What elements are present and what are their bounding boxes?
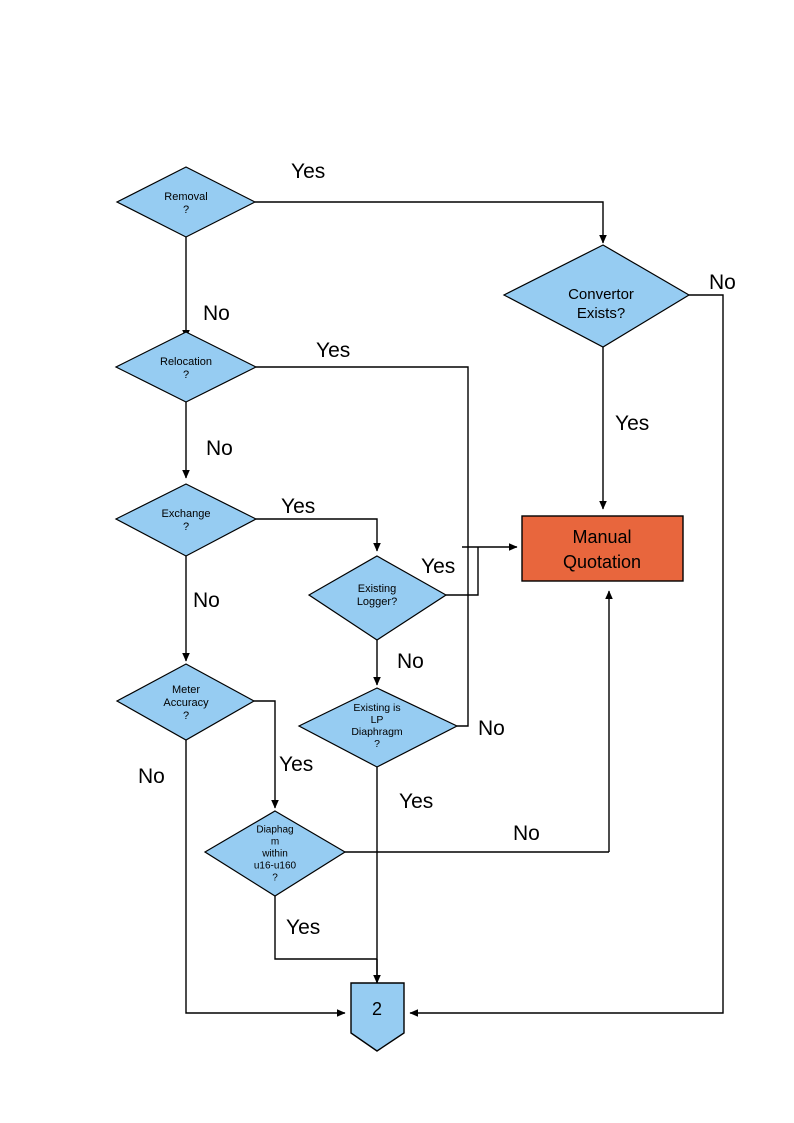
label-removal-no: No bbox=[203, 302, 230, 325]
diaphragm-range-label-line-3: within bbox=[261, 849, 288, 860]
manual-quotation-label-line-2: Quotation bbox=[563, 552, 641, 572]
existing-lp-decision-shape[interactable] bbox=[297, 687, 459, 768]
diaphragm-range-decision-shape[interactable] bbox=[203, 810, 347, 897]
existing-logger-decision-shape[interactable] bbox=[307, 555, 448, 641]
label-convertor-no: No bbox=[709, 271, 736, 294]
edge-relocation-yes bbox=[256, 366, 469, 547]
node-convertor-exists[interactable]: Convertor Exists? bbox=[502, 244, 691, 348]
exchange-label-line-1: Exchange bbox=[162, 508, 211, 520]
convertor-label-line-2: Exists? bbox=[577, 305, 625, 322]
node-removal[interactable]: Removal ? bbox=[115, 166, 257, 238]
node-exchange[interactable]: Exchange ? bbox=[114, 483, 258, 557]
connector-2-shape[interactable] bbox=[350, 982, 405, 1052]
existing-lp-label-line-2: LP bbox=[371, 714, 384, 726]
existing-logger-label-line-2: Logger? bbox=[357, 596, 397, 608]
meter-accuracy-decision-shape[interactable] bbox=[115, 663, 256, 741]
diaphragm-range-label-line-1: Diaphag bbox=[256, 825, 293, 836]
convertor-decision-shape[interactable] bbox=[502, 244, 691, 348]
diaphragm-range-label-line-2: m bbox=[271, 837, 279, 848]
label-existing-lp-yes: Yes bbox=[399, 790, 433, 813]
diaphragm-range-label-line-4: u16-u160 bbox=[254, 861, 297, 872]
label-relocation-yes: Yes bbox=[316, 339, 350, 362]
diaphragm-range-label-line-5: ? bbox=[272, 873, 278, 884]
edge-meter-accuracy-yes bbox=[254, 700, 279, 809]
label-existing-lp-no: No bbox=[478, 717, 505, 740]
node-existing-logger[interactable]: Existing Logger? bbox=[307, 555, 448, 641]
existing-lp-label-line-4: ? bbox=[374, 738, 380, 750]
relocation-decision-shape[interactable] bbox=[114, 331, 258, 403]
label-meter-accuracy-no: No bbox=[138, 765, 165, 788]
removal-label-line-2: ? bbox=[183, 204, 189, 216]
label-existing-logger-yes: Yes bbox=[421, 555, 455, 578]
relocation-label-line-2: ? bbox=[183, 369, 189, 381]
edge-label-group: Yes No Yes No Yes No Yes No Yes No No Ye… bbox=[138, 160, 736, 939]
existing-logger-label-line-1: Existing bbox=[358, 583, 397, 595]
label-convertor-no-path: No bbox=[513, 822, 540, 845]
label-removal-yes: Yes bbox=[291, 160, 325, 183]
edge-existing-lp-no bbox=[457, 547, 469, 727]
edge-lines bbox=[182, 201, 724, 1017]
edge-removal-yes bbox=[255, 201, 607, 244]
label-exchange-no: No bbox=[193, 589, 220, 612]
label-existing-logger-no: No bbox=[397, 650, 424, 673]
node-connector-2[interactable]: 2 bbox=[350, 982, 405, 1052]
label-diaphragm-yes: Yes bbox=[286, 916, 320, 939]
existing-lp-label-line-1: Existing is bbox=[353, 702, 400, 714]
label-exchange-yes: Yes bbox=[281, 495, 315, 518]
convertor-label-line-1: Convertor bbox=[568, 286, 634, 303]
node-manual-quotation[interactable]: Manual Quotation bbox=[521, 515, 684, 582]
relocation-label-line-1: Relocation bbox=[160, 356, 212, 368]
connector-2-label: 2 bbox=[372, 999, 382, 1019]
removal-decision-shape[interactable] bbox=[115, 166, 257, 238]
meter-accuracy-label-line-3: ? bbox=[183, 710, 189, 722]
label-relocation-no: No bbox=[206, 437, 233, 460]
label-convertor-yes: Yes bbox=[615, 412, 649, 435]
edge-existing-logger-yes bbox=[446, 547, 479, 596]
manual-quotation-label-line-1: Manual bbox=[572, 527, 631, 547]
exchange-label-line-2: ? bbox=[183, 521, 189, 533]
edge-meter-accuracy-no bbox=[185, 740, 346, 1017]
exchange-decision-shape[interactable] bbox=[114, 483, 258, 557]
edge-diaphragm-yes bbox=[274, 896, 377, 960]
meter-accuracy-label-line-2: Accuracy bbox=[163, 697, 209, 709]
node-existing-lp-diaphragm[interactable]: Existing is LP Diaphragm ? bbox=[297, 687, 459, 768]
node-diaphragm-range[interactable]: Diaphag m within u16-u160 ? bbox=[203, 810, 347, 897]
node-meter-accuracy[interactable]: Meter Accuracy ? bbox=[115, 663, 256, 741]
node-relocation[interactable]: Relocation ? bbox=[114, 331, 258, 403]
meter-accuracy-label-line-1: Meter bbox=[172, 684, 200, 696]
label-meter-accuracy-yes: Yes bbox=[279, 753, 313, 776]
manual-quotation-shape[interactable] bbox=[521, 515, 684, 582]
edge-exchange-yes bbox=[256, 518, 381, 552]
edge-convertor-no bbox=[409, 294, 724, 1017]
existing-lp-label-line-3: Diaphragm bbox=[351, 726, 403, 738]
removal-label-line-1: Removal bbox=[164, 191, 207, 203]
